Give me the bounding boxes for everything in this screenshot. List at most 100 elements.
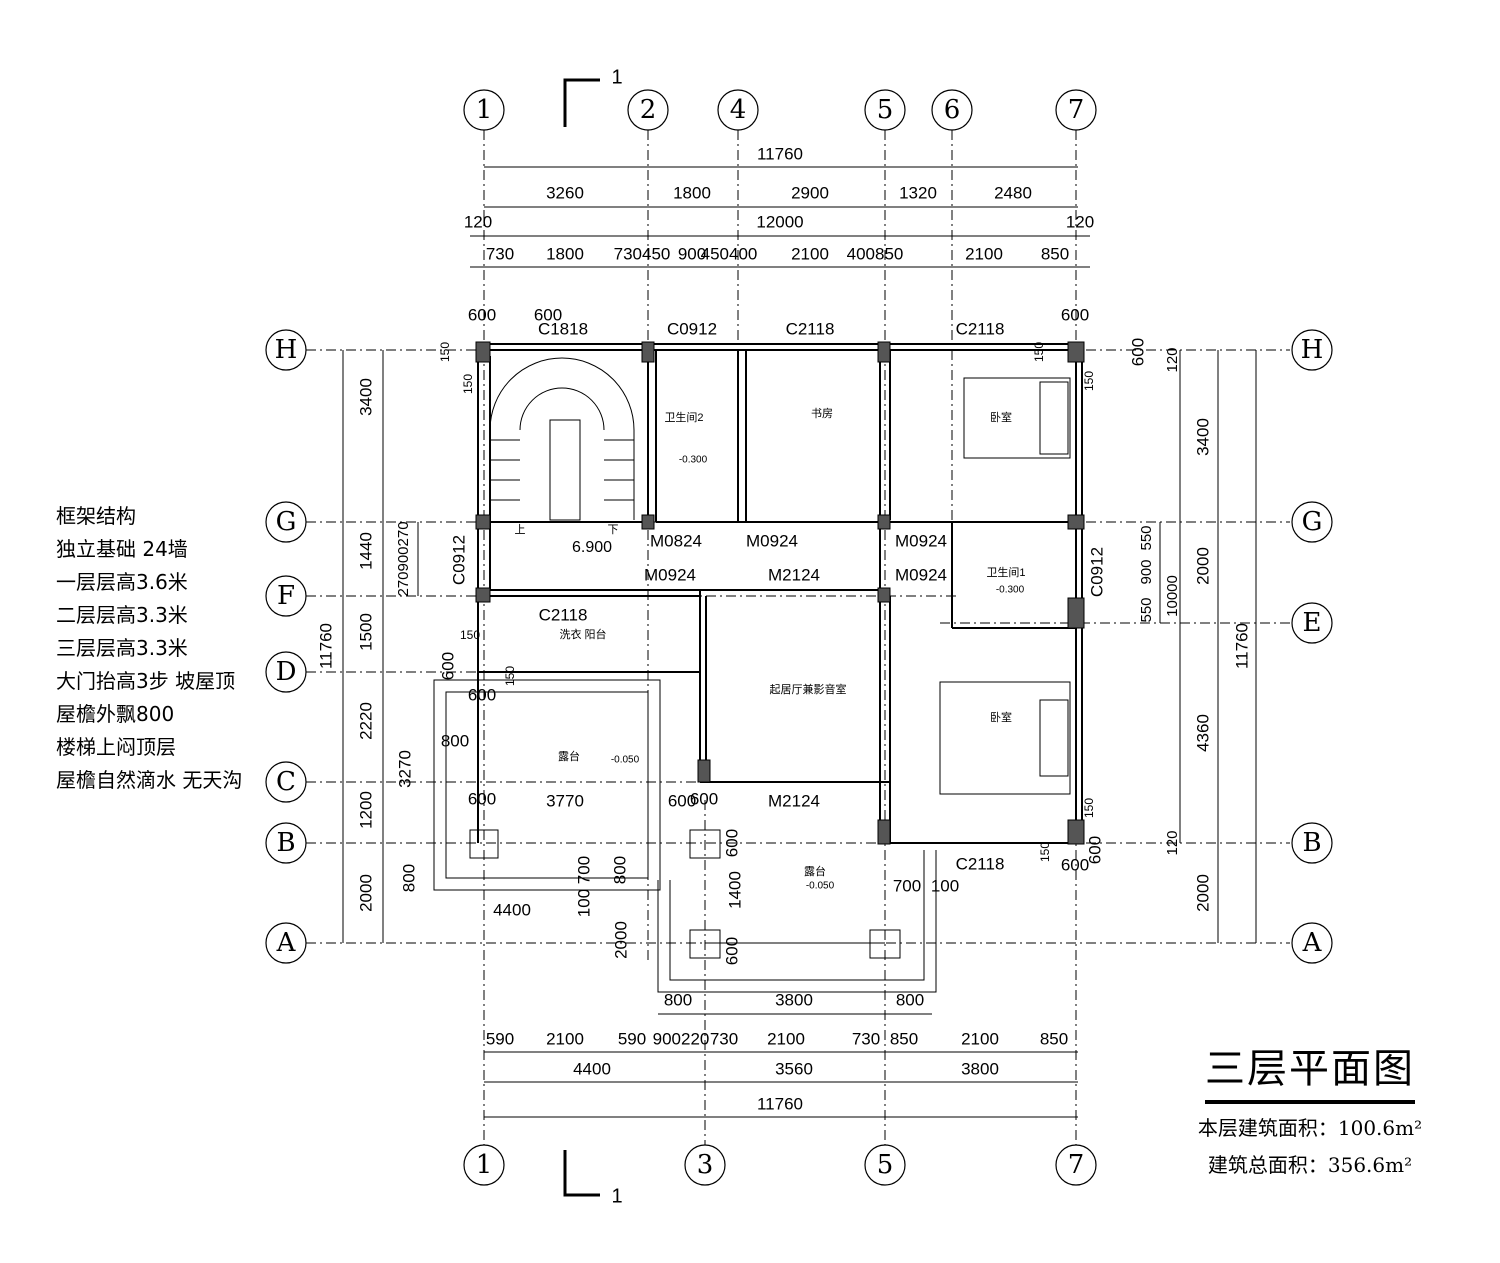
window-label: C2118 <box>956 319 1005 338</box>
dim-bottom-row2: 3560 <box>775 1059 813 1078</box>
dim-top-row2: 1320 <box>899 183 937 202</box>
axis-bubble-left: C <box>265 761 307 803</box>
dim-left: 2220 <box>356 702 375 740</box>
axis-bubble-right-label: A <box>1302 928 1323 958</box>
dim-detail: 600 <box>468 305 496 324</box>
section-marker-bottom <box>563 1150 600 1197</box>
dim-top-row2: 2480 <box>994 183 1032 202</box>
axis-bubble-left: D <box>265 651 307 693</box>
dim-detail: 600 <box>690 789 718 808</box>
axis-bubble-left-label: C <box>276 767 296 797</box>
axis-bubble-bottom: 3 <box>684 1144 726 1186</box>
door-label: M0924 <box>644 565 696 584</box>
dim-bottom-row1: 590 <box>486 1029 514 1048</box>
dim-top-row4: 730450 <box>614 244 671 263</box>
axis-bubble-right: G <box>1291 501 1333 543</box>
axis-bubble-top: 5 <box>864 89 906 131</box>
dim-right: 2000 <box>1193 874 1212 912</box>
room-label: 露台 <box>558 749 580 763</box>
dim-right-mid: 10000 <box>1164 575 1181 617</box>
dim-bottom-overall: 11760 <box>757 1094 803 1113</box>
dim-top-row4: 1800 <box>546 244 584 263</box>
floor-area-value: 100.6m² <box>1337 1116 1423 1140</box>
dim-detail: 150 <box>503 666 517 686</box>
dim-bottom-row1: 2100 <box>767 1029 805 1048</box>
stair-up-mark: 上 <box>515 523 526 536</box>
axis-bubble-right: E <box>1291 602 1333 644</box>
axis-bubble-left: G <box>265 501 307 543</box>
level-mark: -0.300 <box>996 585 1025 596</box>
door-label: M0824 <box>650 531 702 550</box>
note-line: 大门抬高3步 坡屋顶 <box>56 669 236 693</box>
section-mark-bottom: 1 <box>611 1185 622 1207</box>
section-marker-top <box>563 78 600 127</box>
bedroom-beds <box>939 377 1071 795</box>
dim-detail: 150 <box>1082 798 1096 818</box>
dim-detail: 600 <box>438 652 457 680</box>
axis-bubble-top-label: 5 <box>877 95 894 125</box>
note-line: 独立基础 24墙 <box>56 537 188 561</box>
dim-left: 1440 <box>356 532 375 570</box>
dim-detail: 4400 <box>493 900 531 919</box>
door-label: M0924 <box>895 565 947 584</box>
axis-bubble-top: 4 <box>717 89 759 131</box>
dim-right: 3400 <box>1193 418 1212 456</box>
room-label: 卫生间2 <box>664 410 703 424</box>
axis-bubble-left-label: G <box>276 507 297 537</box>
axis-bubble-right-label: E <box>1303 608 1322 638</box>
axis-grid-lines <box>306 130 1290 1145</box>
terrace-eaves <box>433 679 937 993</box>
dim-detail: 100 <box>574 889 593 917</box>
room-label: 卧室 <box>990 410 1012 424</box>
note-line: 楼梯上闷顶层 <box>56 735 176 759</box>
axis-bubble-left: A <box>265 922 307 964</box>
dim-detail: 700 <box>893 876 921 895</box>
dim-detail: 600 <box>668 791 696 810</box>
dim-right-small: 120 <box>1164 830 1181 855</box>
axis-bubble-bottom-label: 3 <box>697 1150 714 1180</box>
window-label: C2118 <box>539 605 588 624</box>
axis-bubble-right: B <box>1291 822 1333 864</box>
note-line: 三层层高3.3米 <box>56 636 188 660</box>
note-line: 框架结构 <box>56 504 136 528</box>
window-label: C2118 <box>956 854 1005 873</box>
dim-top-row4: 2100 <box>791 244 829 263</box>
window-label: C0912 <box>449 535 468 585</box>
floor-area-line: 本层建筑面积：100.6m² <box>1180 1112 1440 1141</box>
dim-detail: 150 <box>460 628 480 642</box>
section-mark-top: 1 <box>611 66 622 88</box>
axis-bubble-left: H <box>265 329 307 371</box>
dim-top-row4: 900 <box>678 244 706 263</box>
dim-detail: 600 <box>1085 836 1104 864</box>
door-label: M0924 <box>746 531 798 550</box>
window-label: C2118 <box>786 319 835 338</box>
dim-bottom-row1: 590 <box>618 1029 646 1048</box>
dim-detail: 150 <box>1082 371 1096 391</box>
total-area-value: 356.6m² <box>1327 1153 1413 1177</box>
axis-bubble-top: 6 <box>931 89 973 131</box>
dim-detail: 150 <box>1038 842 1052 862</box>
axis-bubble-top-label: 6 <box>944 95 961 125</box>
level-mark: 6.900 <box>572 539 612 556</box>
dim-top-row4: 2100 <box>965 244 1003 263</box>
axis-bubble-right-label: G <box>1302 507 1323 537</box>
dim-detail: 600 <box>722 829 741 857</box>
axis-bubble-right: H <box>1291 329 1333 371</box>
axis-bubble-left: B <box>265 822 307 864</box>
total-area-label: 建筑总面积： <box>1207 1153 1328 1177</box>
dim-eaves: 3800 <box>775 990 813 1009</box>
dim-detail: 700 <box>574 856 593 884</box>
window-label: C0912 <box>667 319 717 338</box>
dim-detail: 600 <box>1061 305 1089 324</box>
total-area-line: 建筑总面积：356.6m² <box>1180 1149 1440 1178</box>
dim-top-row2: 1800 <box>673 183 711 202</box>
dim-right-overall: 11760 <box>1232 623 1251 669</box>
room-label: 洗衣 阳台 <box>559 627 606 641</box>
dim-top-edge: 120 <box>1066 212 1094 231</box>
axis-bubble-left-label: D <box>276 657 297 687</box>
dim-left: 1500 <box>356 613 375 651</box>
axis-bubble-bottom: 5 <box>864 1144 906 1186</box>
axis-bubble-bottom-label: 5 <box>877 1150 894 1180</box>
axis-bubble-bottom-label: 1 <box>476 1150 493 1180</box>
axis-bubble-left-label: A <box>276 928 297 958</box>
